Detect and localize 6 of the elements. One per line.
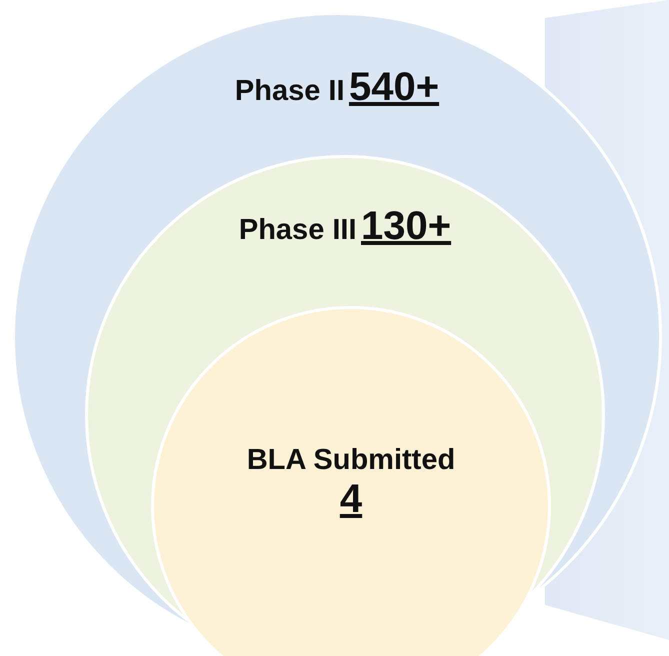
count-value: 4	[340, 477, 362, 522]
stage-label: Phase II	[234, 75, 345, 107]
count-value: 130+	[361, 204, 452, 248]
stage-label: BLA Submitted	[246, 444, 456, 477]
stage-label: Phase III	[238, 214, 357, 246]
count-value: 540+	[348, 65, 440, 109]
